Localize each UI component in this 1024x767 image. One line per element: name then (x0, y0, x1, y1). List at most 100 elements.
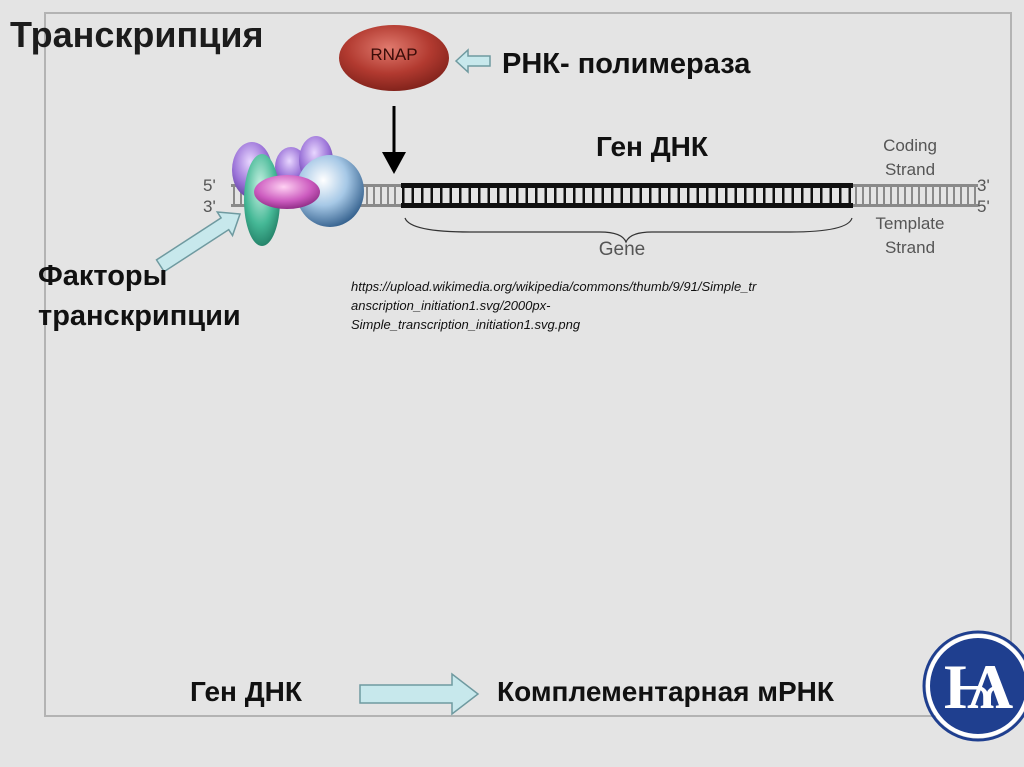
dna-rung (744, 186, 747, 205)
dna-rung (862, 186, 864, 205)
gene-brace (404, 217, 853, 244)
dna-rung (525, 186, 528, 205)
dna-rung (573, 186, 576, 205)
dna-rung (380, 186, 382, 205)
dna-rung (953, 186, 955, 205)
dna-rung (563, 186, 566, 205)
dna-rung (592, 186, 595, 205)
dna-rung (763, 186, 766, 205)
dna-rung (855, 186, 857, 205)
dna-rung (373, 186, 375, 205)
hse-logo-circle (926, 634, 1024, 738)
dna-rung (440, 186, 443, 205)
gene-dna-label: Ген ДНК (596, 131, 708, 162)
dna-rung (394, 186, 396, 205)
coding-strand-label-2: Strand (885, 160, 935, 179)
left-five-prime: 5' (203, 176, 216, 195)
source-url-line1: https://upload.wikimedia.org/wikipedia/c… (351, 279, 757, 294)
dna-rung (939, 186, 941, 205)
rnap-pointer-arrow (454, 48, 491, 74)
factors-label-line1: Факторы (38, 260, 168, 292)
dna-rung (918, 186, 920, 205)
dna-rung (421, 186, 424, 205)
dna-rung (535, 186, 538, 205)
dna-rung (687, 186, 690, 205)
left-three-prime: 3' (203, 197, 216, 216)
dna-rung (791, 186, 794, 205)
dna-rung (753, 186, 756, 205)
template-strand-label-2: Strand (885, 238, 935, 257)
dna-rung (387, 186, 389, 205)
slide-frame (44, 12, 1012, 717)
dna-rung (801, 186, 804, 205)
dna-rung (506, 186, 509, 205)
factors-label-line2: транскрипции (38, 300, 241, 332)
dna-rung (449, 186, 452, 205)
dna-rung (883, 186, 885, 205)
dna-rung (639, 186, 642, 205)
dna-rung (706, 186, 709, 205)
gene-brace-label: Gene (599, 239, 645, 260)
dna-rung (925, 186, 927, 205)
dna-rung (468, 186, 471, 205)
dna-rung (911, 186, 913, 205)
dna-rung (810, 186, 813, 205)
dna-rung (402, 186, 405, 205)
dna-rung (782, 186, 785, 205)
dna-rung (658, 186, 661, 205)
dna-rung (715, 186, 718, 205)
dna-rung (601, 186, 604, 205)
dna-rung (544, 186, 547, 205)
dna-rung (734, 186, 737, 205)
dna-rung (974, 186, 976, 205)
rnap-text: RNAP (370, 45, 417, 64)
dna-rung (904, 186, 906, 205)
dna-rung (876, 186, 878, 205)
bottom-transform-arrow (359, 672, 480, 716)
dna-rung (725, 186, 728, 205)
dna-rung (677, 186, 680, 205)
bottom-gene-dna: Ген ДНК (190, 676, 302, 707)
dna-rung (366, 186, 368, 205)
bottom-mrna: Комплементарная мРНК (497, 676, 834, 707)
dna-rung (497, 186, 500, 205)
dna-rung (582, 186, 585, 205)
dna-rung (611, 186, 614, 205)
dna-rung (430, 186, 433, 205)
dna-rung (960, 186, 962, 205)
source-url-line2: anscription_initiation1.svg/2000px- (351, 298, 551, 313)
factors-label: Факторы транскрипции (38, 256, 241, 336)
dna-rung (829, 186, 832, 205)
dna-rung (630, 186, 633, 205)
dna-rung (649, 186, 652, 205)
binding-arrow-head (382, 152, 406, 174)
dna-rung (411, 186, 414, 205)
rnap-ellipse (339, 25, 449, 91)
dna-rung (487, 186, 490, 205)
dna-rung (772, 186, 775, 205)
dna-rung (620, 186, 623, 205)
right-three-prime: 3' (977, 176, 990, 195)
hse-logo-letter: Ѩ (942, 651, 1014, 722)
dna-rung (897, 186, 899, 205)
dna-rung (240, 186, 242, 205)
template-strand-label-1: Template (876, 214, 945, 233)
dna-rung (967, 186, 969, 205)
dna-rung (932, 186, 934, 205)
dna-rung (839, 186, 842, 205)
source-url-line3: Simple_transcription_initiation1.svg.png (351, 317, 581, 332)
coding-strand-label-1: Coding (883, 136, 937, 155)
factors-pointer-arrow (155, 211, 242, 273)
transcription-factors-cluster (232, 136, 364, 246)
dna-rung (668, 186, 671, 205)
dna-rung (890, 186, 892, 205)
dna-rung (233, 186, 235, 205)
dna-rung (848, 186, 851, 205)
source-url: https://upload.wikimedia.org/wikipedia/c… (351, 277, 851, 334)
dna-rung (516, 186, 519, 205)
right-five-prime: 5' (977, 197, 990, 216)
slide-title: Транскрипция (10, 14, 264, 55)
dna-rung (820, 186, 823, 205)
dna-rung (459, 186, 462, 205)
